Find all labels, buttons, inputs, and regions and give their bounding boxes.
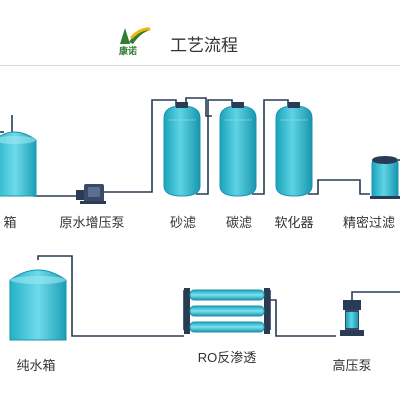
high-pressure-pump-icon (340, 300, 364, 336)
label-carbon-filter: 碳滤 (225, 215, 253, 230)
precision-filter-icon (370, 156, 400, 199)
label-sand-filter: 砂滤 (169, 215, 197, 230)
label-raw-tank: 箱 (3, 215, 17, 230)
label-ro: RO反渗透 (197, 350, 257, 365)
label-pure-tank: 纯水箱 (16, 358, 56, 373)
sand-filter-icon (163, 102, 201, 197)
header: 康诺 工艺流程 (0, 0, 400, 66)
pure-water-tank-icon (9, 269, 67, 341)
kangnuo-logo-icon (120, 27, 151, 44)
raw-water-tank-icon (0, 131, 37, 197)
page-title: 工艺流程 (170, 36, 238, 55)
label-raw-pump: 原水增压泵 (59, 215, 125, 230)
booster-pump-icon (76, 184, 106, 204)
carbon-filter-icon (219, 102, 257, 197)
label-precision-filter: 精密过滤 (342, 215, 396, 230)
label-hp-pump: 高压泵 (332, 358, 372, 373)
label-softener: 软化器 (274, 215, 314, 230)
ro-membrane-icon (184, 288, 270, 334)
logo-text: 康诺 (119, 46, 138, 56)
softener-icon (275, 102, 313, 197)
header-divider (0, 65, 400, 66)
